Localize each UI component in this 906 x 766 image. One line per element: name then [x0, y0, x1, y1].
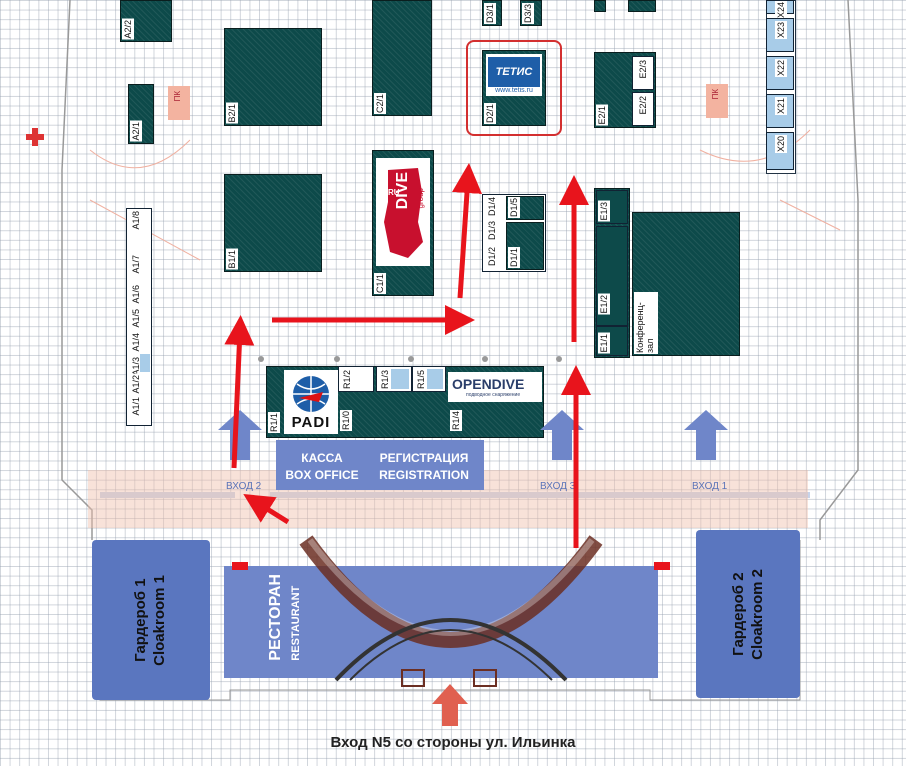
booth-b1-1[interactable]: B1/1	[224, 174, 322, 272]
cloakroom-2	[696, 530, 800, 698]
pillar	[408, 356, 414, 362]
booth-e1-1[interactable]: E1/1	[596, 326, 628, 356]
entrance-2-label: ВХОД 2	[226, 481, 262, 492]
pk-marker-left: ПК	[168, 86, 190, 120]
booth-conference-hall[interactable]: Конференц- зал	[632, 212, 740, 356]
entrance-1-label: ВХОД 1	[692, 481, 728, 492]
pillar	[258, 356, 264, 362]
exit-sign	[232, 562, 248, 570]
booth-x20[interactable]: X20	[766, 132, 794, 170]
booth-e2-top[interactable]	[594, 0, 606, 12]
booth-e2-2[interactable]: E2/2	[632, 92, 654, 126]
booth-d1-5[interactable]: D1/5	[506, 196, 544, 220]
booth-d1-1[interactable]: D1/1	[506, 222, 544, 270]
booth-d3-3[interactable]: D3/3	[520, 0, 542, 26]
exit-sign	[654, 562, 670, 570]
booth-c2-1[interactable]: C2/1	[372, 0, 432, 116]
booth-r1-2[interactable]: R1/2	[338, 366, 374, 392]
box-office-registration	[276, 440, 484, 490]
entrance-3-label: ВХОД 3	[540, 481, 576, 492]
booth-r1-3[interactable]: R1/3	[376, 366, 412, 392]
booth-r1-5[interactable]: R1/5	[412, 366, 446, 392]
rudive-logo: RU DIVE group	[376, 158, 430, 266]
booth-a2-2[interactable]: A2/2	[120, 0, 172, 42]
booth-a2-1[interactable]: A2/1	[128, 84, 154, 144]
booth-x21[interactable]: X21	[766, 94, 794, 128]
cloakroom-1	[92, 540, 210, 700]
pk-marker-right: ПК	[706, 84, 728, 118]
pillar	[482, 356, 488, 362]
highlight-frame	[466, 40, 562, 136]
booth-e2-top-right[interactable]	[628, 0, 656, 12]
booth-x23[interactable]: X23	[766, 18, 794, 52]
booth-x24[interactable]: X24	[766, 0, 794, 20]
a1-lightblue	[140, 354, 150, 372]
booth-b2-1[interactable]: B2/1	[224, 28, 322, 126]
booth-d3-1[interactable]: D3/1	[482, 0, 502, 26]
footer-caption: Вход N5 со стороны ул. Ильинка	[330, 734, 576, 751]
first-aid-icon	[26, 128, 44, 146]
tetis-logo: ТЕТИС www.tetis.ru	[486, 54, 542, 96]
opendive-logo: OPENDIVE подводное снаряжение	[448, 372, 542, 402]
padi-logo: PADI	[284, 370, 338, 434]
booth-e2-3[interactable]: E2/3	[632, 56, 654, 90]
pillar	[556, 356, 562, 362]
main-entry-arrow	[432, 684, 468, 726]
pillar	[334, 356, 340, 362]
booth-x22[interactable]: X22	[766, 56, 794, 90]
booth-e1-3[interactable]: E1/3	[596, 190, 628, 224]
booth-e1-2[interactable]: E1/2	[596, 226, 628, 326]
